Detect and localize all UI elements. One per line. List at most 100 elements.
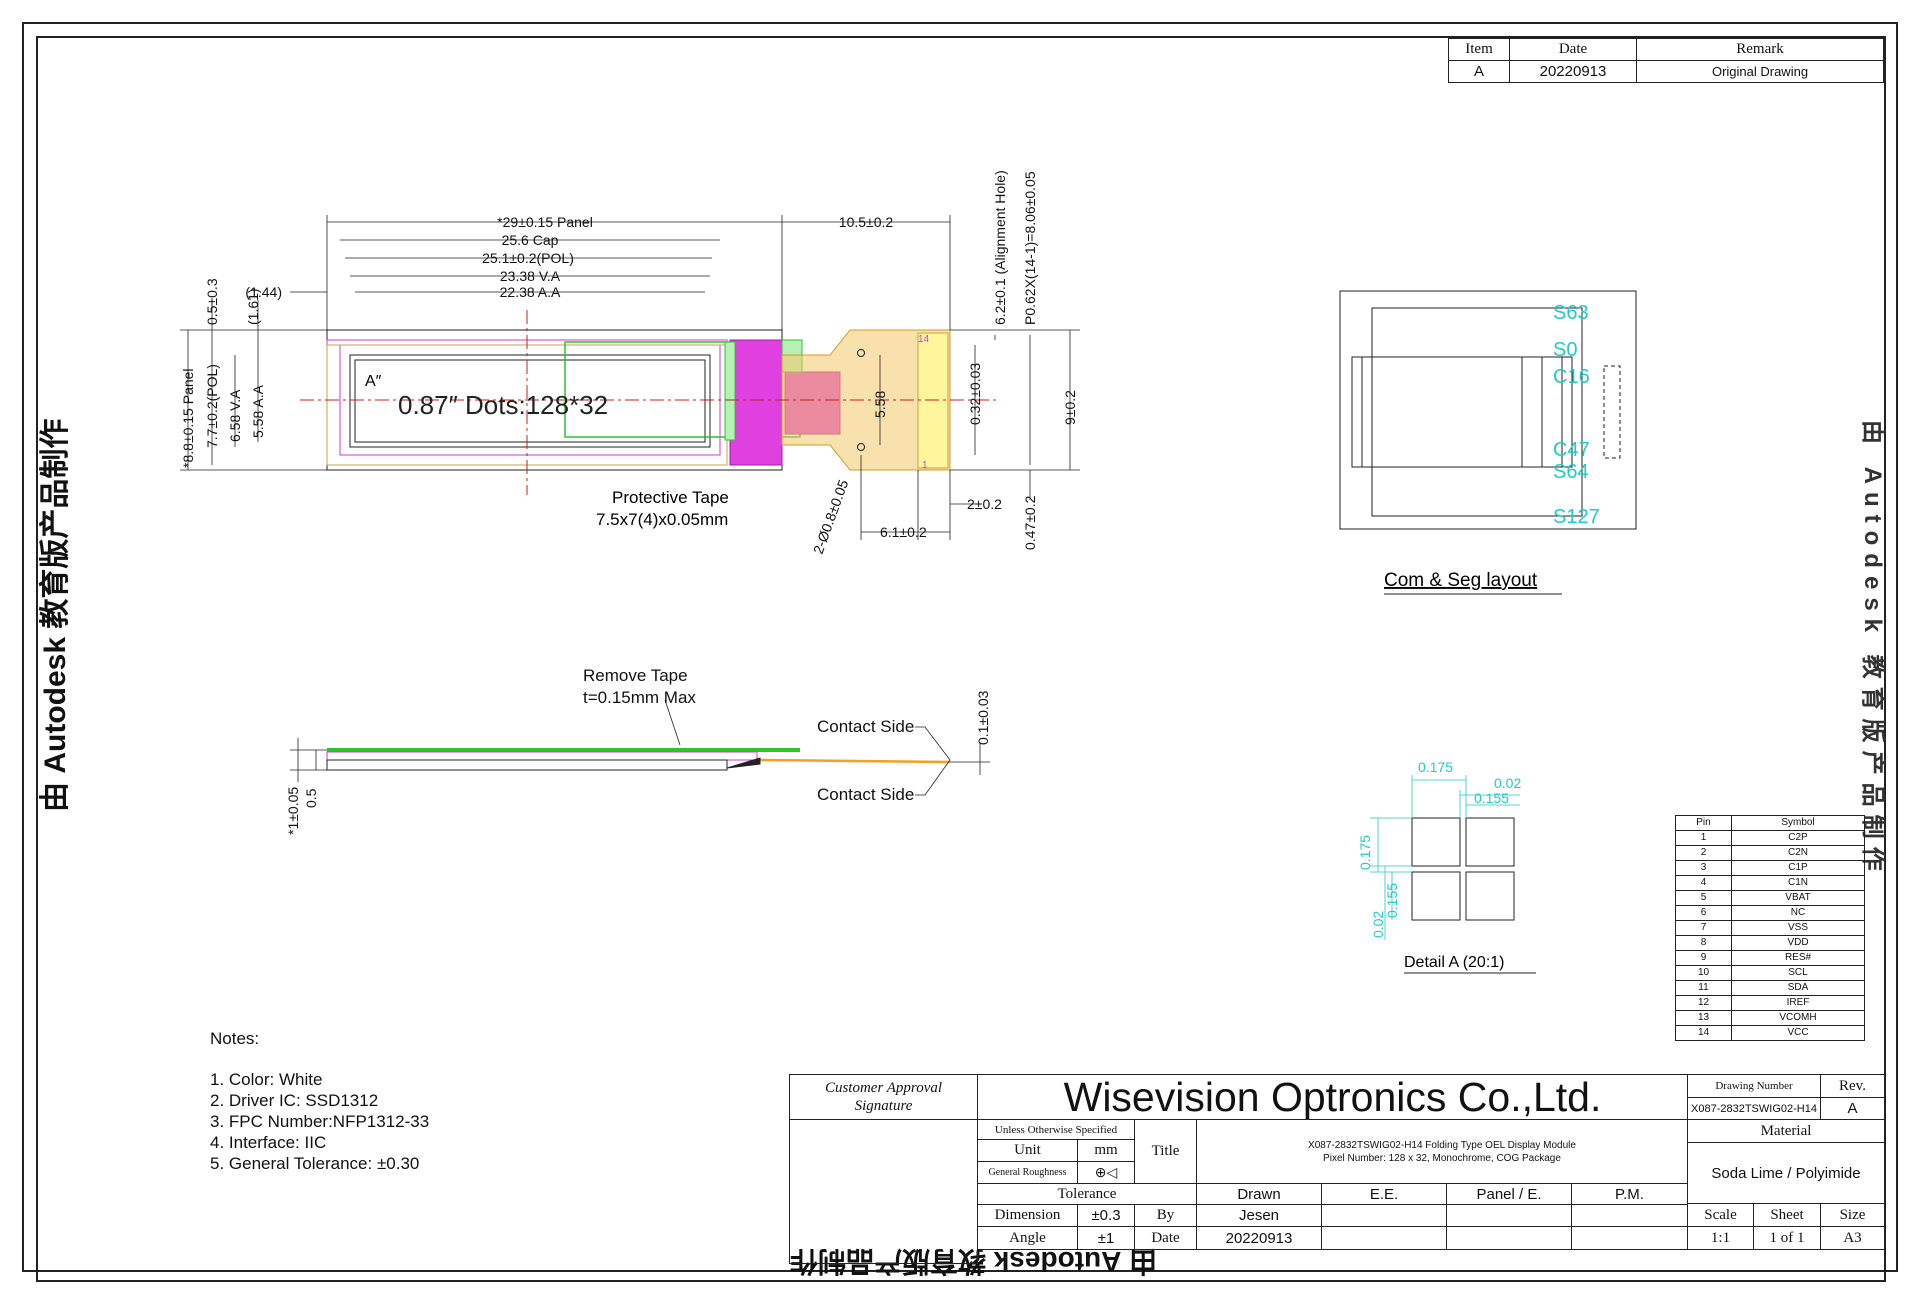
size-value: A3 — [1820, 1226, 1885, 1250]
material-label: Material — [1687, 1119, 1885, 1143]
date-label: Date — [1134, 1226, 1197, 1250]
pin-symbol: SCL — [1731, 965, 1865, 981]
rev-label: Rev. — [1820, 1074, 1885, 1098]
dim-aa: 22.38 A.A — [500, 284, 561, 300]
contact-side-top: Contact Side — [817, 717, 914, 736]
detail-dim-0-02-top: 0.02 — [1494, 775, 1521, 791]
note-item: 2. Driver IC: SSD1312 — [210, 1091, 379, 1110]
ee-label: E.E. — [1321, 1183, 1447, 1205]
pm-by — [1571, 1204, 1688, 1227]
notes: Notes: 1. Color: White 2. Driver IC: SSD… — [210, 1028, 429, 1174]
pin-symbol: VSS — [1731, 920, 1865, 936]
label-c16: C16 — [1553, 366, 1590, 388]
pm-date — [1571, 1226, 1688, 1250]
pin-number: 12 — [1675, 995, 1732, 1011]
label-s63: S63 — [1553, 302, 1589, 324]
sheet-label: Sheet — [1753, 1203, 1821, 1227]
drawn-label: Drawn — [1196, 1183, 1322, 1205]
roughness-label: General Roughness — [977, 1161, 1078, 1184]
dimension-label: Dimension — [977, 1204, 1078, 1227]
revision-table: Item Date Remark A 20220913 Original Dra… — [1448, 38, 1884, 83]
dim-fpc-length: 10.5±0.2 — [839, 214, 894, 230]
pin-number: 1 — [1675, 830, 1732, 846]
label-s127: S127 — [1553, 506, 1600, 528]
title-description: X087-2832TSWIG02-H14 Folding Type OEL Di… — [1196, 1119, 1688, 1184]
title-label: Title — [1134, 1119, 1197, 1184]
layout-caption: Com & Seg layout — [1384, 570, 1538, 591]
pin-header: Pin — [1675, 815, 1732, 831]
approval-signature-box — [789, 1119, 978, 1264]
dim-holes: 2-Ø0.8±0.05 — [810, 477, 852, 556]
title-line-1: X087-2832TSWIG02-H14 Folding Type OEL Di… — [1308, 1139, 1576, 1151]
dim-va-height: 6.58 V.A — [227, 389, 243, 442]
detail-a-marker: A″ — [365, 373, 382, 390]
pin-symbol: IREF — [1731, 995, 1865, 1011]
angle-value: ±1 — [1077, 1226, 1135, 1250]
dim-2: 2±0.2 — [967, 496, 1002, 512]
ee-date — [1321, 1226, 1447, 1250]
dim-pol: 25.1±0.2(POL) — [482, 250, 574, 266]
pin-symbol: C1N — [1731, 875, 1865, 891]
unit-value: mm — [1077, 1139, 1135, 1162]
remove-tape-label: Remove Tape — [583, 666, 688, 685]
pin-symbol: RES# — [1731, 950, 1865, 966]
pin-number: 4 — [1675, 875, 1732, 891]
layout-glass — [1371, 307, 1583, 517]
pin-symbol: VCC — [1731, 1025, 1865, 1041]
pin-number: 9 — [1675, 950, 1732, 966]
sheet-inner-border — [36, 36, 1886, 1282]
dim-1: *1±0.05 — [285, 787, 301, 835]
label-c47: C47 — [1553, 439, 1590, 461]
panel-date — [1446, 1226, 1572, 1250]
note-item: 1. Color: White — [210, 1070, 323, 1089]
layout-active — [1351, 356, 1573, 468]
rev-item: A — [1448, 60, 1510, 83]
protective-tape-size: 7.5x7(4)x0.05mm — [596, 510, 728, 529]
projection-icon: ⊕◁ — [1077, 1161, 1135, 1184]
notes-title: Notes: — [210, 1029, 260, 1048]
layout-dashed — [1603, 365, 1621, 459]
dim-panel-height: *8.8±0.15 Panel — [180, 368, 196, 468]
pin-symbol: VBAT — [1731, 890, 1865, 906]
fpc-pin-1: 1 — [922, 460, 928, 471]
layout-ic — [1521, 356, 1543, 468]
dim-panel-width: *29±0.15 Panel — [497, 214, 593, 230]
label-s0: S0 — [1553, 339, 1577, 361]
display-label: 0.87″ Dots:128*32 — [398, 390, 608, 420]
side-glass — [326, 759, 728, 771]
detail-dim-0-155-left: 0.155 — [1384, 883, 1400, 918]
pin-symbol: NC — [1731, 905, 1865, 921]
detail-dim-0-155-top: 0.155 — [1474, 790, 1509, 806]
sheet-outer-border — [22, 22, 1898, 1272]
rev-header-item: Item — [1448, 38, 1510, 61]
dim-fpc-thickness: 0.1±0.03 — [975, 690, 991, 745]
pin-number: 14 — [1675, 1025, 1732, 1041]
material-value: Soda Lime / Polyimide — [1687, 1142, 1885, 1204]
detail-caption: Detail A (20:1) — [1404, 954, 1505, 971]
alignment-hole-bottom — [857, 443, 865, 451]
pin-symbol: C1P — [1731, 860, 1865, 876]
rev-value: A — [1820, 1097, 1885, 1120]
pin-number: 6 — [1675, 905, 1732, 921]
angle-label: Angle — [977, 1226, 1078, 1250]
pin-symbol: C2P — [1731, 830, 1865, 846]
dim-1-44: (1.44) — [245, 284, 282, 300]
dim-va: 23.38 V.A — [500, 268, 561, 284]
dimension-value: ±0.3 — [1077, 1204, 1135, 1227]
layout-active-inner — [1361, 356, 1563, 468]
by-label: By — [1134, 1204, 1197, 1227]
pin-number: 11 — [1675, 980, 1732, 996]
detail-dim-0-02-left: 0.02 — [1370, 911, 1386, 938]
size-label: Size — [1820, 1203, 1885, 1227]
dim-0-5: 0.5±0.3 — [204, 278, 220, 325]
side-fpc — [759, 758, 951, 764]
dim-1-61: (1.61) — [245, 288, 261, 325]
layout-frame — [1339, 290, 1637, 530]
dim-cap: 25.6 Cap — [502, 232, 559, 248]
date-value: 20220913 — [1196, 1226, 1322, 1250]
aa-outline — [354, 359, 706, 443]
side-pol — [326, 751, 758, 761]
side-ic — [726, 757, 761, 769]
pin-number: 2 — [1675, 845, 1732, 861]
